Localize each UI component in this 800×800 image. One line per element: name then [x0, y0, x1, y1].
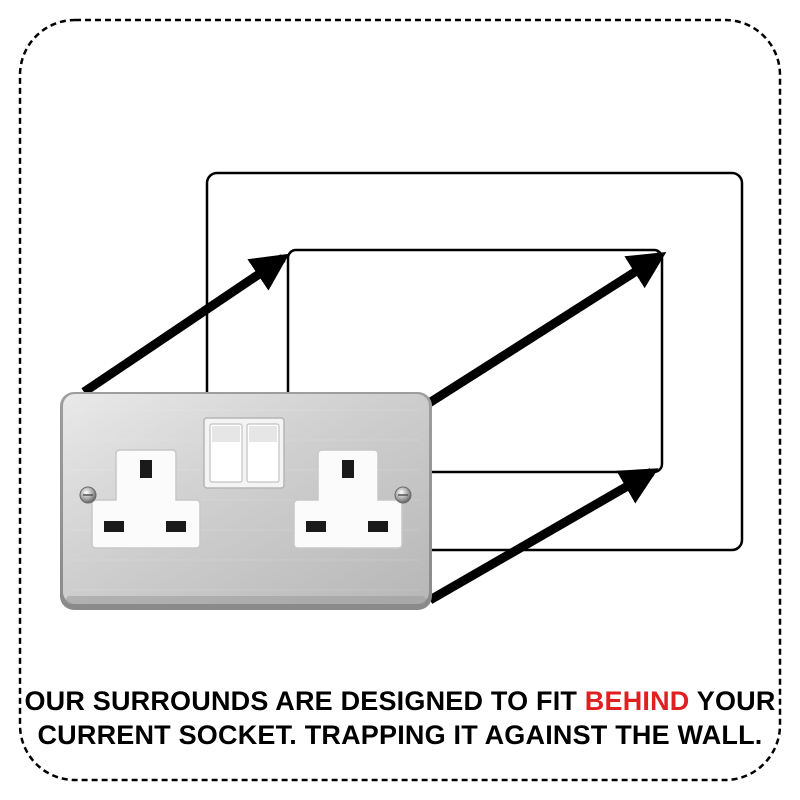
dashed-frame — [18, 18, 782, 782]
socket-outlet-right — [293, 449, 403, 549]
rocker-switches — [203, 417, 285, 489]
caption-text: OUR SURROUNDS ARE DESIGNED TO FIT BEHIND… — [20, 684, 780, 752]
arrow-icon — [427, 468, 659, 604]
caption-highlight-word: BEHIND — [584, 686, 690, 716]
arrow-icon — [423, 251, 667, 409]
double-socket-image — [60, 392, 432, 610]
socket-outlet-left — [91, 449, 201, 549]
caption-line-1: OUR SURROUNDS ARE DESIGNED TO FIT BEHIND… — [24, 686, 776, 716]
caption-line-2: CURRENT SOCKET. TRAPPING IT AGAINST THE … — [37, 720, 763, 750]
arrow-icon — [81, 253, 290, 396]
